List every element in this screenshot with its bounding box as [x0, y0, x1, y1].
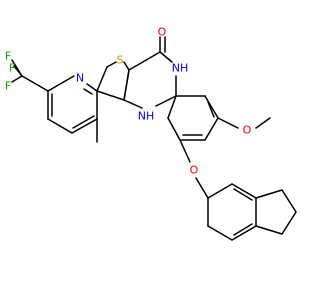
- bond: [96, 66, 108, 92]
- atom-NH-amide: NH: [172, 62, 189, 75]
- structure-svg: O S N NH NH F F F O O: [5, 26, 297, 241]
- atom-O-ether: O: [190, 164, 199, 177]
- bond: [204, 117, 219, 141]
- bond: [255, 225, 283, 235]
- bond: [207, 183, 233, 199]
- bond: [179, 139, 191, 163]
- bond: [47, 118, 73, 134]
- bond: [207, 225, 233, 241]
- bond: [231, 225, 257, 241]
- bond: [255, 117, 271, 129]
- bond: [71, 118, 98, 134]
- atom-labels: O S N NH NH F F F O O: [5, 26, 252, 177]
- bond: [83, 88, 93, 95]
- bond: [13, 65, 23, 77]
- bond: [96, 90, 125, 101]
- bond: [123, 69, 130, 101]
- bond: [195, 177, 209, 199]
- bond: [233, 223, 253, 236]
- bond: [281, 211, 297, 235]
- bond: [72, 115, 95, 129]
- bond: [47, 75, 75, 92]
- atom-S: S: [117, 54, 124, 67]
- bond: [204, 95, 219, 119]
- bond: [155, 95, 177, 107]
- atom-NH-amine: NH: [138, 110, 155, 123]
- bond: [123, 99, 143, 109]
- bond: [167, 95, 177, 119]
- bond: [123, 61, 130, 71]
- atom-O-methoxy: O: [243, 124, 252, 137]
- bond: [207, 101, 215, 118]
- bond: [217, 117, 239, 129]
- bond: [231, 183, 257, 199]
- bond: [128, 51, 161, 71]
- bond: [159, 51, 173, 63]
- atom-F3: F: [5, 80, 11, 93]
- bonds: [11, 36, 297, 241]
- bond: [21, 75, 49, 92]
- bond: [11, 75, 23, 83]
- bond: [86, 83, 98, 92]
- bond: [167, 117, 181, 141]
- bond: [106, 61, 117, 68]
- atom-F1: F: [5, 50, 11, 63]
- atom-O-carbonyl: O: [158, 26, 167, 39]
- atom-N-pyridine: N: [76, 72, 84, 85]
- molecule-diagram: O S N NH NH F F F O O: [4, 25, 297, 241]
- bond: [255, 189, 283, 199]
- atom-F2: F: [9, 62, 15, 75]
- bond: [233, 188, 253, 201]
- bond: [281, 189, 297, 213]
